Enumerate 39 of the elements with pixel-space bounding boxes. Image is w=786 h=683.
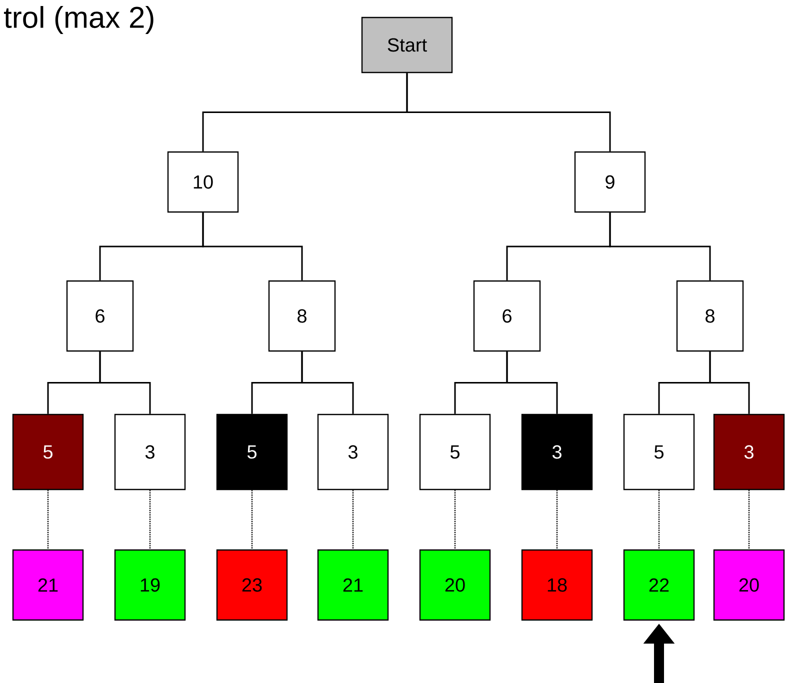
- dotted-connector: [149, 490, 151, 550]
- number-box: 21: [317, 549, 389, 621]
- number-box: 5: [623, 414, 695, 490]
- dotted-connector: [454, 490, 456, 550]
- number-box: 9: [574, 151, 646, 213]
- number-box: 8: [676, 280, 744, 352]
- tree-connector: [709, 352, 750, 414]
- tree-connector: [506, 352, 558, 414]
- number-box: 5: [419, 414, 491, 490]
- tree-connector: [609, 212, 711, 280]
- number-box: 19: [114, 549, 186, 621]
- number-box: 3: [317, 414, 389, 490]
- dotted-connector: [556, 490, 558, 550]
- tree-connector: [202, 212, 303, 280]
- number-box: 3: [114, 414, 186, 490]
- number-box: 3: [713, 414, 785, 490]
- tree-connector: [99, 352, 151, 414]
- number-box: 10: [167, 151, 239, 213]
- title-text: trol (max 2): [4, 6, 154, 34]
- dotted-connector: [47, 490, 49, 550]
- number-box: 18: [521, 549, 593, 621]
- number-box: 5: [12, 414, 84, 490]
- number-box: 23: [216, 549, 288, 621]
- dotted-connector: [748, 490, 750, 550]
- dotted-connector: [251, 490, 253, 550]
- number-box: 8: [268, 280, 336, 352]
- tree-connector: [406, 73, 611, 152]
- number-box: 21: [12, 549, 84, 621]
- dotted-connector: [658, 490, 660, 550]
- number-box: 6: [66, 280, 134, 352]
- number-box: 20: [713, 549, 785, 621]
- number-box: 6: [473, 280, 541, 352]
- number-box: 20: [419, 549, 491, 621]
- number-box: Start: [361, 16, 453, 74]
- tree-connector: [301, 352, 354, 414]
- dotted-connector: [352, 490, 354, 550]
- number-box: 5: [216, 414, 288, 490]
- number-box: 22: [623, 549, 695, 621]
- number-box: 3: [521, 414, 593, 490]
